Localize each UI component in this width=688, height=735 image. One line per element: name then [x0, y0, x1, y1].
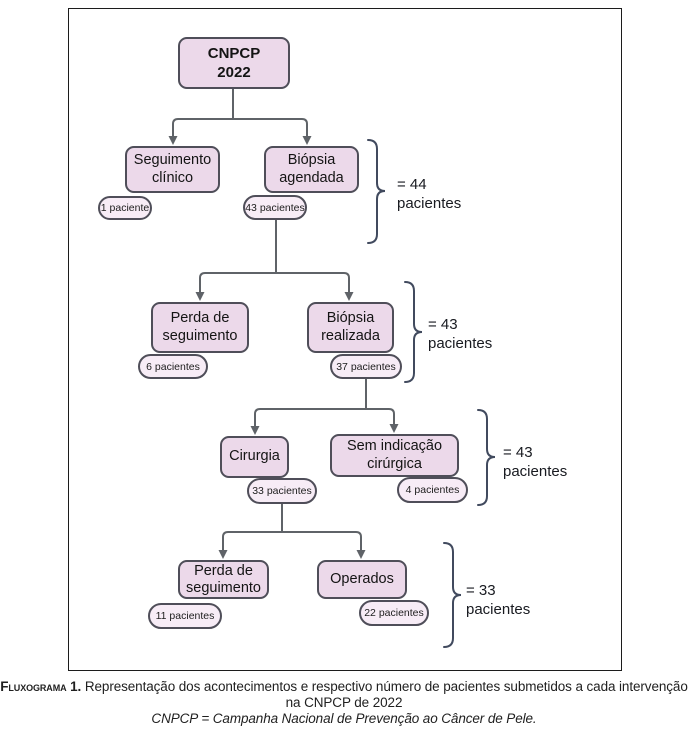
node-label: Biópsia realizada — [321, 310, 380, 344]
count-pill-22-pacientes: 22 pacientes — [359, 600, 429, 626]
node-perda-de-seguimento-2: Perda de seguimento — [178, 560, 269, 599]
pill-label: 43 pacientes — [245, 201, 305, 214]
caption-main: Fluxograma 1. Representação dos aconteci… — [0, 679, 688, 711]
node-label: Cirurgia — [229, 448, 280, 465]
node-operados: Operados — [317, 560, 407, 599]
total-value: = 33 — [466, 582, 496, 599]
node-perda-de-seguimento-1: Perda de seguimento — [151, 302, 249, 353]
root-line1: CNPCP — [207, 45, 261, 62]
root-line2: 2022 — [217, 64, 251, 81]
figure-caption: Fluxograma 1. Representação dos aconteci… — [0, 679, 688, 727]
total-value: = 43 — [503, 444, 533, 461]
pill-label: 33 pacientes — [252, 485, 312, 497]
node-label: Perda de seguimento — [162, 310, 238, 344]
node-biopsia-realizada: Biópsia realizada — [307, 302, 394, 353]
node-label: Biópsia agendada — [279, 152, 344, 186]
caption-text: Representação dos acontecimentos e respe… — [84, 679, 688, 710]
node-label: Perda de seguimento — [186, 563, 261, 596]
total-unit: pacientes — [466, 601, 531, 618]
count-pill-1-paciente: 1 paciente — [98, 196, 152, 220]
node-label: Seguimento clínico — [133, 152, 212, 186]
pill-label: 37 pacientes — [336, 360, 396, 373]
node-cirurgia: Cirurgia — [220, 436, 289, 478]
count-pill-4-pacientes: 4 pacientes — [397, 477, 468, 503]
count-pill-6-pacientes: 6 pacientes — [138, 354, 208, 379]
total-level-2: = 43 pacientes — [428, 315, 492, 353]
node-biopsia-agendada: Biópsia agendada — [264, 146, 359, 193]
caption-note: CNPCP = Campanha Nacional de Prevenção a… — [151, 711, 537, 726]
node-label: Sem indicação cirúrgica — [346, 438, 443, 472]
count-pill-37-pacientes: 37 pacientes — [330, 354, 402, 379]
pill-label: 4 pacientes — [405, 484, 460, 496]
count-pill-33-pacientes: 33 pacientes — [247, 478, 317, 504]
total-unit: pacientes — [397, 195, 462, 212]
node-sem-indicacao-cirurgica: Sem indicação cirúrgica — [330, 434, 459, 477]
pill-label: 6 pacientes — [146, 360, 200, 373]
pill-label: 11 pacientes — [155, 610, 215, 622]
node-label: Operados — [330, 570, 394, 587]
node-label: CNPCP 2022 — [208, 44, 261, 82]
pill-label: 22 pacientes — [364, 607, 424, 619]
total-unit: pacientes — [503, 463, 568, 480]
total-unit: pacientes — [428, 335, 493, 352]
node-cnpcp-2022: CNPCP 2022 — [178, 37, 290, 89]
node-seguimento-clinico: Seguimento clínico — [125, 146, 220, 193]
total-value: = 43 — [428, 316, 458, 333]
total-level-4: = 33 pacientes — [466, 581, 530, 619]
count-pill-11-pacientes: 11 pacientes — [148, 603, 222, 629]
total-level-1: = 44 pacientes — [397, 175, 461, 213]
total-level-3: = 43 pacientes — [503, 443, 567, 481]
caption-label: Fluxograma 1. — [0, 679, 82, 694]
pill-label: 1 paciente — [100, 202, 150, 214]
total-value: = 44 — [397, 176, 427, 193]
count-pill-43-pacientes: 43 pacientes — [243, 195, 307, 220]
